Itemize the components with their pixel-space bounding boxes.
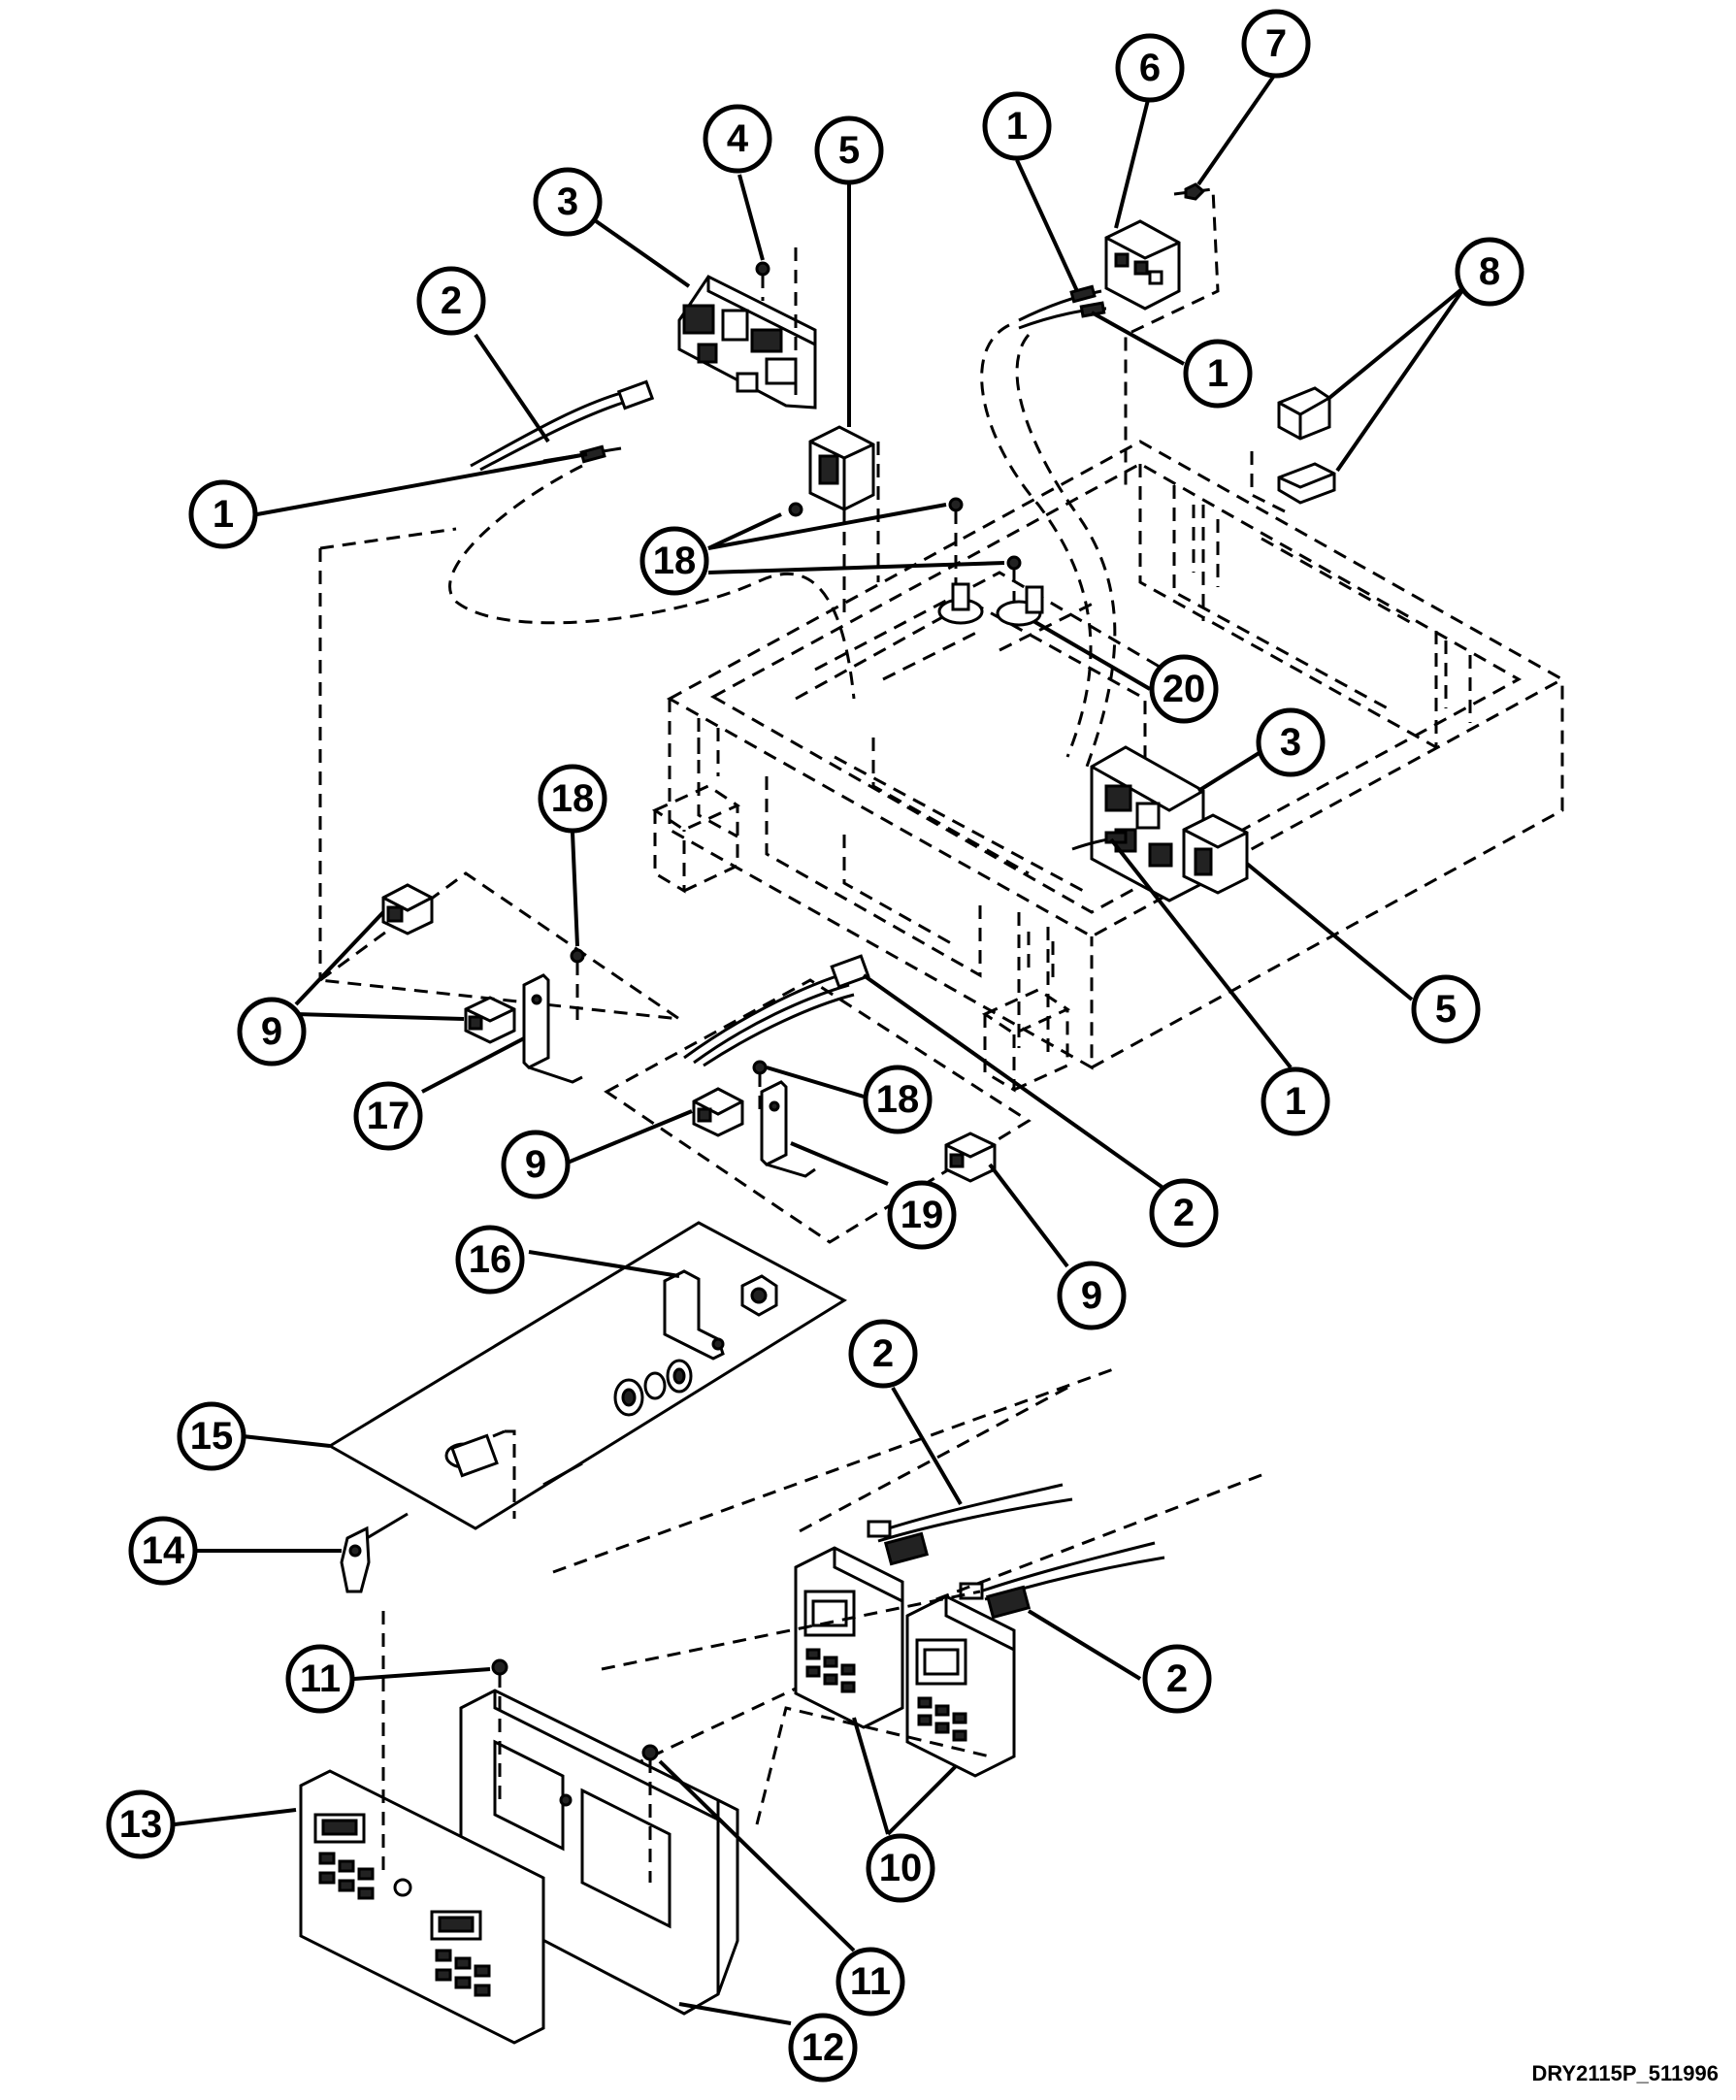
svg-text:9: 9 [1081,1274,1102,1317]
svg-text:7: 7 [1265,22,1287,65]
svg-text:3: 3 [1280,721,1301,764]
callout-1: 1 [1261,1066,1330,1136]
nut-part-7 [1184,182,1206,201]
callout-18: 18 [639,526,709,596]
svg-text:8: 8 [1479,250,1500,293]
svg-text:2: 2 [441,279,462,322]
svg-text:20: 20 [1163,668,1206,710]
mounting-clips-upper [788,497,1044,627]
drawing-code-label: DRY2115P_511996 [1531,2061,1719,2085]
callout-13: 13 [106,1789,176,1859]
svg-text:19: 19 [901,1194,944,1236]
callout-11: 11 [835,1947,905,2017]
callout-15: 15 [177,1401,246,1471]
svg-text:9: 9 [525,1143,546,1186]
svg-text:1: 1 [1006,105,1028,148]
svg-text:2: 2 [1173,1192,1195,1234]
svg-text:18: 18 [653,540,697,582]
screw-part-4 [755,261,770,301]
callout-11: 11 [285,1644,355,1714]
control-board-lower [1071,745,1249,902]
callout-14: 14 [128,1516,198,1586]
callout-7: 7 [1241,9,1311,79]
leader-lines [174,71,1467,2025]
switch-bracket-left [315,527,680,1084]
svg-text:1: 1 [213,493,234,536]
svg-text:9: 9 [261,1010,282,1053]
callout-12: 12 [788,2013,858,2083]
callout-2: 2 [1149,1178,1219,1248]
snap-clip-parts [1250,386,1336,516]
svg-text:11: 11 [300,1657,341,1700]
svg-text:18: 18 [551,777,595,820]
callout-6: 6 [1115,33,1185,103]
control-box-housing [651,440,1566,1093]
relay-upper [808,425,880,621]
callout-10: 10 [866,1833,935,1903]
callout-20: 20 [1149,654,1219,724]
callout-2: 2 [1142,1644,1212,1714]
svg-text:2: 2 [1166,1657,1188,1700]
svg-text:15: 15 [190,1415,234,1458]
callout-17: 17 [353,1081,423,1151]
svg-text:14: 14 [142,1529,185,1572]
svg-text:4: 4 [727,117,749,160]
callout-3: 3 [1256,707,1326,777]
callout-8: 8 [1455,237,1524,307]
callout-1: 1 [1183,339,1253,409]
control-board-upper [677,247,817,410]
switch-bracket-center [604,954,1032,1244]
callout-19: 19 [887,1180,957,1250]
svg-text:5: 5 [1435,988,1457,1031]
callout-2: 2 [848,1319,918,1389]
key-switch-assembly [327,1221,848,1593]
mounting-plate [459,1658,739,2016]
svg-text:17: 17 [367,1095,410,1137]
svg-text:10: 10 [879,1847,923,1889]
callout-5: 5 [814,115,884,185]
svg-text:18: 18 [876,1078,920,1121]
callout-5: 5 [1411,974,1481,1044]
callout-9: 9 [501,1130,571,1199]
callout-18: 18 [863,1065,933,1134]
svg-text:1: 1 [1285,1080,1306,1123]
overlay-panel [299,1611,545,2045]
callout-1: 1 [188,479,258,549]
svg-text:6: 6 [1139,47,1161,89]
callout-3: 3 [533,167,603,237]
svg-text:16: 16 [469,1238,512,1281]
svg-text:1: 1 [1207,352,1228,395]
svg-text:2: 2 [872,1332,894,1375]
svg-text:11: 11 [850,1960,891,2003]
callout-1: 1 [982,91,1052,161]
callout-9: 9 [1057,1261,1127,1330]
callout-bubbles: 1 6 7 5 4 3 2 8 1 1 18 20 3 18 5 9 17 1 … [106,9,1524,2083]
callout-16: 16 [455,1225,525,1295]
svg-text:13: 13 [119,1803,163,1846]
svg-text:5: 5 [838,129,860,172]
callout-4: 4 [703,104,772,174]
callout-9: 9 [237,997,307,1066]
terminal-board-6 [1104,187,1220,485]
callout-18: 18 [538,764,607,834]
callout-2: 2 [416,266,486,336]
svg-text:12: 12 [802,2026,845,2069]
svg-text:3: 3 [557,180,578,223]
display-modules [552,1366,1262,1825]
